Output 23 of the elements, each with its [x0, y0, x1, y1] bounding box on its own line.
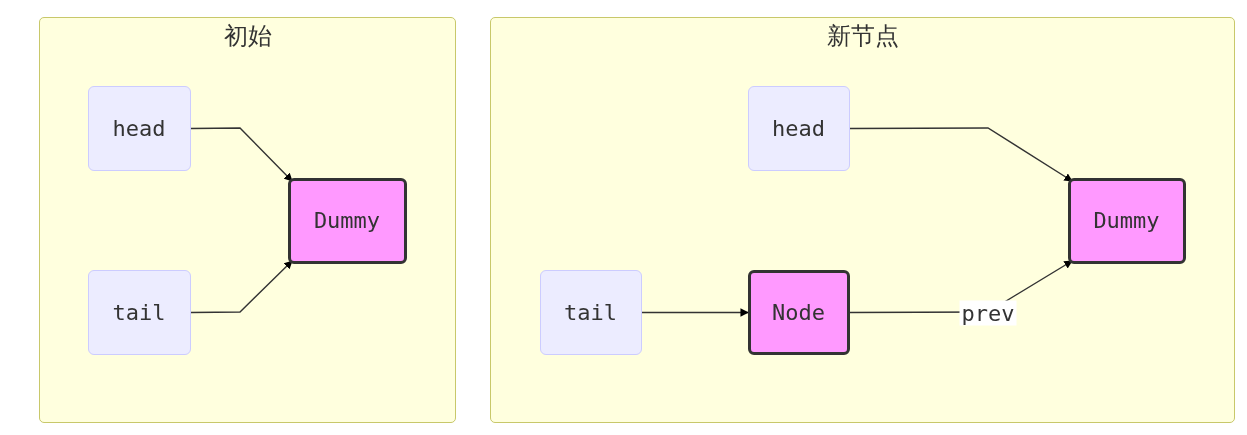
node-label: head — [112, 115, 166, 141]
node-label: Node — [772, 299, 825, 325]
variable-box — [87, 85, 191, 171]
object-box — [287, 177, 407, 264]
arrow — [190, 127, 293, 182]
arrow — [849, 127, 1073, 182]
node-label: tail — [112, 299, 166, 325]
group-title: 初始 — [222, 21, 273, 52]
arrow — [190, 260, 293, 314]
variable-box — [87, 269, 191, 355]
node-label: tail — [564, 299, 617, 325]
group-panel — [490, 17, 1235, 423]
node-label: Dummy — [313, 208, 381, 233]
group-panel — [39, 17, 456, 423]
group-title: 新节点 — [825, 21, 900, 52]
object-box — [747, 269, 850, 355]
arrow — [641, 308, 749, 317]
edge-label: prev — [959, 300, 1017, 326]
variable-box — [539, 269, 642, 355]
node-label: head — [772, 115, 825, 141]
variable-box — [747, 85, 850, 171]
node-label: Dummy — [1093, 208, 1160, 233]
object-box — [1067, 177, 1186, 264]
